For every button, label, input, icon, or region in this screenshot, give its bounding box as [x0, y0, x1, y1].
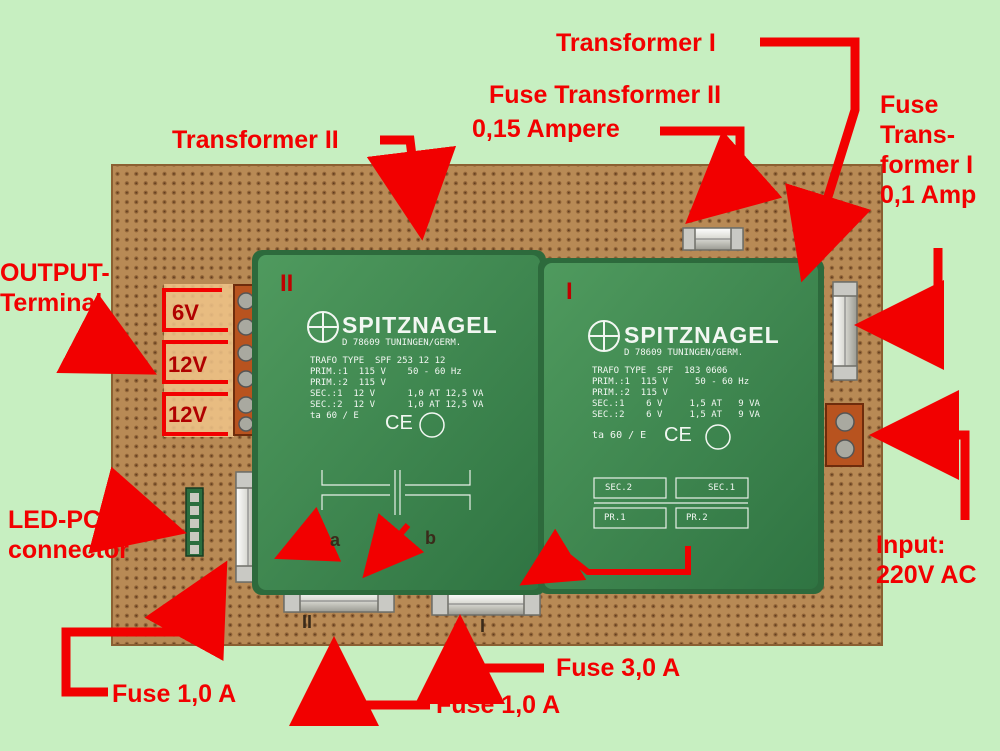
fuse-mark-b: b: [425, 528, 436, 548]
transformer-i-ta: ta 60 / E: [592, 430, 647, 441]
label-input: Input: 220V AC: [876, 531, 977, 589]
arrow-fuse-1a-middle: [289, 636, 430, 726]
schematic-label-sec2: SEC.2: [605, 483, 633, 493]
transformer-ii-brand: SPITZNAGEL: [342, 312, 498, 338]
spec-line: PRIM.:1 115 V 50 - 60 Hz: [592, 377, 750, 387]
label-fuse-transformer-ii-amps: 0,15 Ampere: [472, 115, 620, 143]
spec-line: ta 60 / E: [310, 411, 359, 421]
transformer-i-body: [538, 258, 824, 594]
label-fuse-1a-left: Fuse 1,0 A: [112, 680, 237, 708]
transformer-i-ce-mark: CE: [664, 424, 692, 446]
fuse-transformer-i: [832, 281, 858, 381]
arrow-wire-b: [362, 513, 425, 579]
spec-line: PRIM.:2 115 V: [592, 388, 668, 398]
rail-voltage-1: 6V: [172, 300, 199, 325]
transformer-i-brand: SPITZNAGEL: [624, 322, 780, 348]
transformer-ii-spec: TRAFO TYPE SPF 253 12 12 PRIM.:1 115 V 5…: [310, 356, 483, 422]
fuse-3a: [431, 592, 541, 616]
spec-line: PRIM.:2 115 V: [310, 378, 386, 388]
arrow-input: [869, 390, 970, 520]
label-output-terminal: OUTPUT-Terminal: [0, 259, 110, 317]
arrow-output: [56, 293, 157, 375]
label-transformer-ii: Transformer II: [172, 126, 339, 154]
arrow-fuse-3a: [415, 614, 544, 704]
arrow-wire-c: [519, 528, 691, 586]
output-rail-lines: [162, 288, 228, 436]
transformer-i-spec: TRAFO TYPE SPF 183 0606 PRIM.:1 115 V 50…: [592, 366, 760, 421]
spec-line: SEC.:2 6 V 1,5 AT 9 VA: [592, 410, 760, 420]
arrow-fuse-1a-left: [61, 560, 228, 697]
fuse-mark-ii: II: [302, 612, 313, 632]
spec-line: SEC.:1 6 V 1,5 AT 9 VA: [592, 399, 760, 409]
label-led-pcb-connector: LED-PCB connector: [8, 506, 129, 564]
label-fuse-transformer-ii: Fuse Transformer II: [489, 81, 722, 109]
annotation-arrows: [56, 37, 970, 726]
arrow-transformer-ii: [366, 135, 457, 241]
spec-line: TRAFO TYPE SPF 253 12 12: [310, 356, 446, 366]
label-fuse-3a: Fuse 3,0 A: [556, 654, 681, 682]
spec-line: SEC.:2 12 V 1,0 AT 12,5 VA: [310, 400, 484, 410]
label-fuse-transformer-i: Fuse Trans-former I 0,1 Amp: [880, 91, 977, 209]
schematic-label-pr1: PR.1: [604, 513, 626, 523]
fuse-mark-i: I: [480, 616, 486, 636]
schematic-label-pr2: PR.2: [686, 513, 708, 523]
arrow-fuse-transformer-ii: [660, 126, 783, 224]
transformer-ii-maker: D 78609 TUNINGEN/GERM.: [342, 338, 462, 348]
input-terminal-block: [825, 403, 864, 467]
rail-voltage-3: 12V: [168, 402, 208, 427]
spec-line: SEC.:1 12 V 1,0 AT 12,5 VA: [310, 389, 484, 399]
arrow-wire-a: [274, 506, 342, 562]
label-transformer-i: Transformer I: [556, 29, 716, 57]
fuse-1a-middle: [283, 589, 395, 613]
led-pcb-connector-header: [185, 487, 204, 557]
label-fuse-1a-middle: Fuse 1,0 A: [436, 691, 561, 719]
transformer-i-numeral: I: [566, 278, 573, 305]
transformer-ii-ce-mark: CE: [385, 412, 413, 434]
arrow-led: [88, 466, 187, 554]
fuse-mark-a: a: [330, 530, 341, 550]
rail-voltage-2: 12V: [168, 352, 208, 377]
spec-line: PRIM.:1 115 V 50 - 60 Hz: [310, 367, 462, 377]
transformer-ii-numeral: II: [280, 270, 294, 297]
fuse-transformer-ii: [682, 227, 744, 251]
output-pad: [164, 284, 234, 437]
arrow-transformer-i: [760, 37, 872, 283]
schematic-label-sec1: SEC.1: [708, 483, 736, 493]
transformer-i-maker: D 78609 TUNINGEN/GERM.: [624, 348, 744, 358]
arrow-fuse-transformer-i: [854, 248, 944, 370]
spec-line: TRAFO TYPE SPF 183 0606: [592, 366, 728, 376]
